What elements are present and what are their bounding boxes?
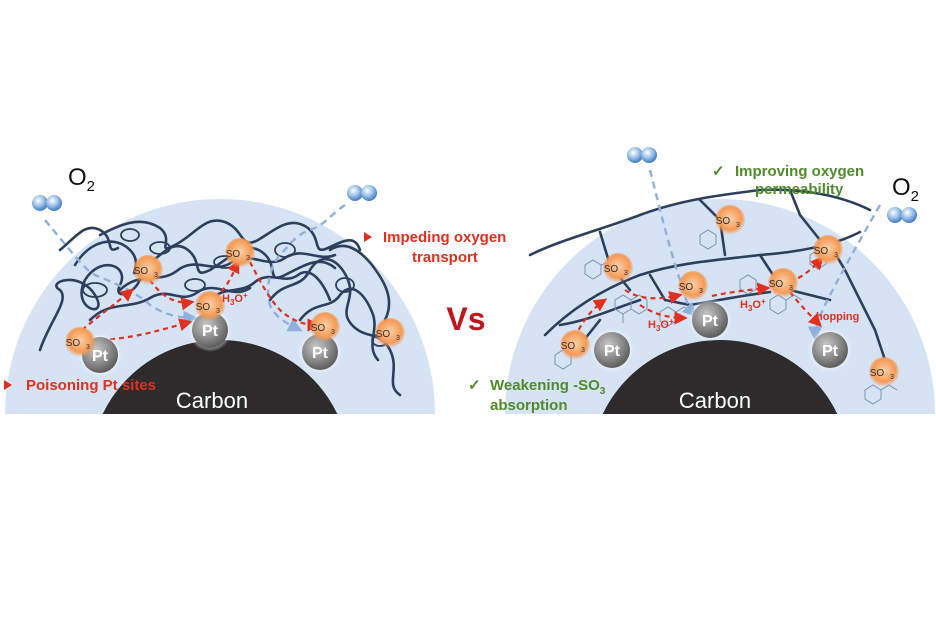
so3-label: SO [134,266,149,277]
right-oxygen-path-1 [648,169,698,318]
left-carbon-label: Carbon [176,388,248,413]
left-so3-group-4: SO 3 [225,238,255,268]
right-carbon-support [602,340,838,414]
arrow-bullet-icon [4,380,12,390]
pt-label: Pt [822,343,839,360]
so3-label: SO [561,341,576,352]
right-pt-particle-2: Pt [688,298,732,342]
right-improving-line2: permeability [755,181,844,198]
right-so3-group-5: SO 3 [768,268,798,298]
so3-subscript: 3 [699,288,703,295]
pt-label: Pt [202,323,219,340]
right-so3-group-6: SO 3 [813,235,843,265]
pt-label: Pt [92,348,109,365]
left-so3-group-1: SO 3 [65,327,95,357]
left-so3-group-3: SO 3 [195,291,225,321]
left-o2-molecule-1 [32,195,62,211]
arrow-bullet-icon [364,232,372,242]
vs-label: Vs [446,301,485,337]
right-so3-group-1: SO 3 [560,330,590,360]
pt-label: Pt [702,313,719,330]
left-panel: Pt Pt Pt SO 3 SO 3 SO 3 [5,199,435,414]
so3-subscript: 3 [789,285,793,292]
left-oxygen-path [44,219,198,326]
right-carbon-label: Carbon [679,388,751,413]
right-hopping-label: hopping [816,311,859,323]
left-so3-group-6: SO 3 [375,318,405,348]
so3-subscript: 3 [154,272,158,279]
left-impeding-line2: transport [412,249,478,266]
so3-label: SO [66,338,81,349]
left-poisoning-label: Poisoning Pt sites [26,377,156,394]
so3-subscript: 3 [834,252,838,259]
left-pt-particle-3: Pt [298,330,342,374]
so3-subscript: 3 [736,222,740,229]
right-molecular-frameworks [554,229,898,405]
right-so3-group-7: SO 3 [869,357,899,387]
right-so3-group-2: SO 3 [603,253,633,283]
check-icon: ✓ [712,163,725,180]
so3-label: SO [716,216,731,227]
right-o2-label: O2 [892,174,919,205]
left-so3-group-2: SO 3 [133,255,163,285]
right-pt-particle-3: Pt [808,328,852,372]
left-so3-group-5: SO 3 [310,312,340,342]
pt-label: Pt [312,345,329,362]
so3-subscript: 3 [331,329,335,336]
right-so3-group-4: SO 3 [715,205,745,235]
so3-subscript: 3 [581,347,585,354]
right-oxygen-path-2 [807,204,882,341]
so3-label: SO [604,264,619,275]
left-h3o-label: H3O+ [222,291,248,307]
left-o2-label: O2 [68,164,95,195]
so3-label: SO [226,249,241,260]
right-h3o-label-1: H3O+ [648,317,674,333]
so3-label: SO [679,282,694,293]
so3-subscript: 3 [624,270,628,277]
so3-subscript: 3 [890,374,894,381]
right-improving-line1: Improving oxygen [735,163,864,180]
so3-subscript: 3 [86,344,90,351]
left-oxygen-path-2 [266,204,346,332]
so3-label: SO [376,329,391,340]
right-o2-molecule-1 [627,147,657,163]
right-pt-particle-1: Pt [590,328,634,372]
left-impeding-line1: Impeding oxygen [383,229,506,246]
left-carbon-support [102,340,338,414]
so3-label: SO [311,323,326,334]
so3-label: SO [870,368,885,379]
so3-label: SO [769,279,784,290]
left-o2-molecule-2 [347,185,377,201]
right-so3-group-3: SO 3 [678,271,708,301]
left-pt-particle-2: Pt [188,308,232,352]
pt-label: Pt [604,343,621,360]
so3-subscript: 3 [246,255,250,262]
right-weakening-line2: absorption [490,397,568,414]
right-weakening-line1: Weakening -SO3 [490,377,606,397]
right-o2-molecule-2 [887,207,917,223]
check-icon: ✓ [468,377,481,394]
right-h3o-label-2: H3O+ [740,297,766,313]
so3-label: SO [196,302,211,313]
so3-subscript: 3 [396,335,400,342]
so3-label: SO [814,246,829,257]
right-panel: Pt Pt Pt SO 3 SO 3 SO 3 [505,169,935,414]
so3-subscript: 3 [216,308,220,315]
